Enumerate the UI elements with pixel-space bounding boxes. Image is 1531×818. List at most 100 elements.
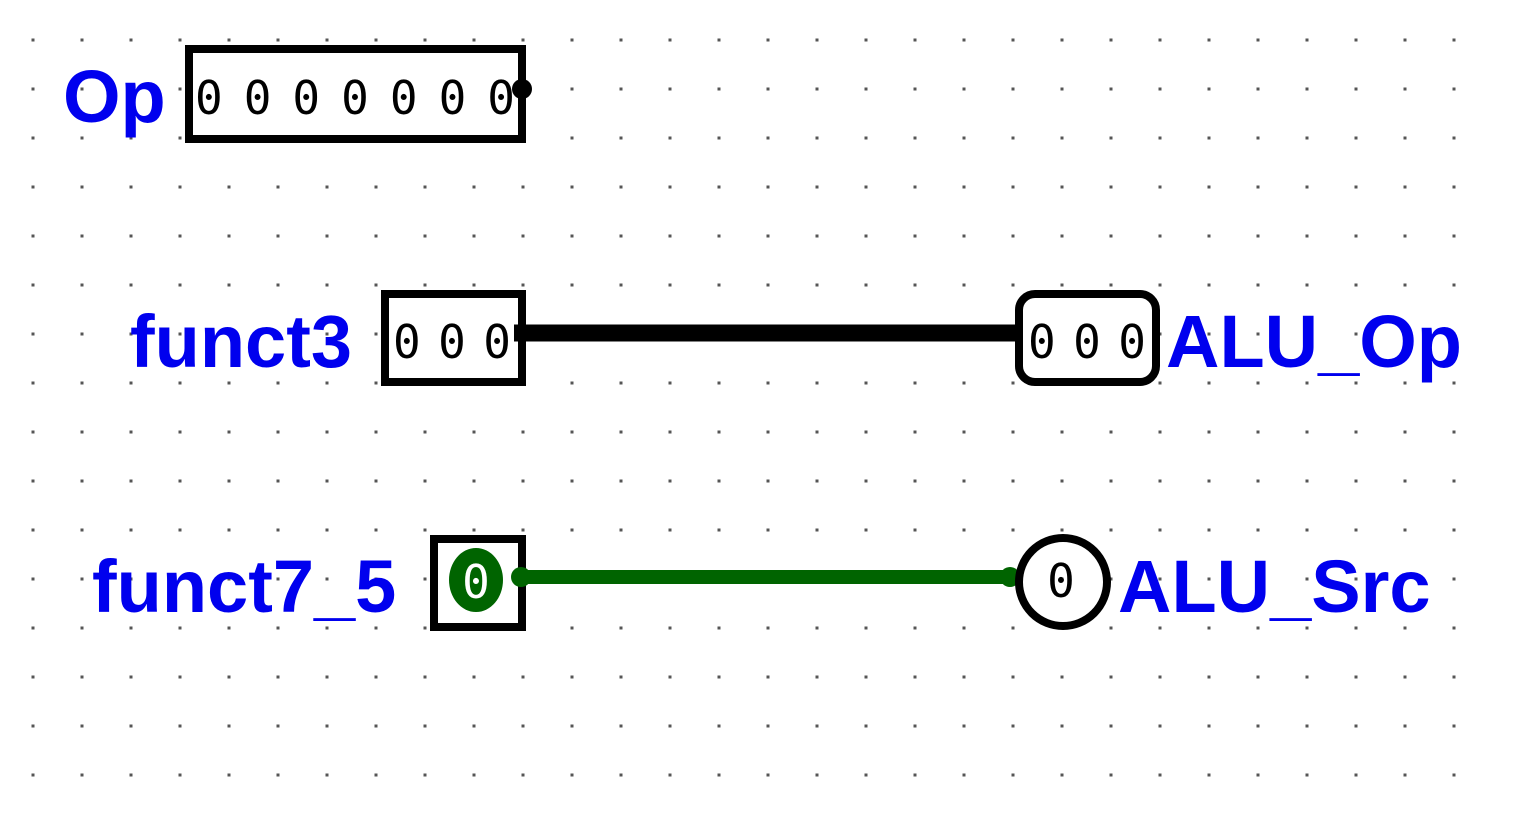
grid-dot <box>129 234 133 238</box>
grid-dot <box>1011 283 1015 287</box>
grid-dot <box>1207 381 1211 385</box>
grid-dot <box>521 724 525 728</box>
grid-dot <box>913 283 917 287</box>
funct3-input-pin[interactable]: funct3 000 <box>130 290 526 386</box>
grid-dot <box>864 675 868 679</box>
grid-dot <box>570 773 574 777</box>
grid-dot <box>619 234 623 238</box>
grid-dot <box>1011 773 1015 777</box>
funct7-5-label: funct7_5 <box>92 545 396 628</box>
grid-dot <box>31 38 35 42</box>
grid-dot <box>374 724 378 728</box>
grid-dot <box>1354 626 1358 630</box>
grid-dot <box>276 577 280 581</box>
grid-dot <box>1109 479 1113 483</box>
grid-dot <box>1060 38 1064 42</box>
grid-dot <box>276 283 280 287</box>
grid-dot <box>325 234 329 238</box>
grid-dot <box>472 234 476 238</box>
grid-dot <box>374 528 378 532</box>
grid-dot <box>1452 332 1456 336</box>
alu-op-pin-box[interactable] <box>1015 290 1160 386</box>
grid-dot <box>962 528 966 532</box>
grid-dot <box>668 136 672 140</box>
grid-dot <box>1011 38 1015 42</box>
grid-dot <box>129 626 133 630</box>
alu-op-output-pin[interactable]: 000 ALU_Op <box>1015 290 1462 386</box>
grid-dot <box>325 381 329 385</box>
grid-dot <box>1305 724 1309 728</box>
grid-dot <box>1060 283 1064 287</box>
grid-dot <box>31 626 35 630</box>
grid-dot <box>31 773 35 777</box>
grid-dot <box>1452 675 1456 679</box>
grid-dot <box>227 528 231 532</box>
grid-dot <box>472 528 476 532</box>
grid-dot <box>1403 528 1407 532</box>
grid-dot <box>178 528 182 532</box>
grid-dot <box>1158 430 1162 434</box>
grid-dot <box>1158 185 1162 189</box>
grid-dot <box>815 479 819 483</box>
grid-dot <box>619 626 623 630</box>
grid-dot <box>570 234 574 238</box>
grid-dot <box>80 87 84 91</box>
op-pin-box[interactable] <box>185 45 526 143</box>
grid-dot <box>668 381 672 385</box>
grid-dot <box>129 87 133 91</box>
grid-dot <box>1011 528 1015 532</box>
grid-dot <box>276 234 280 238</box>
grid-dot <box>668 528 672 532</box>
op-input-pin[interactable]: Op 0000000 <box>63 45 532 143</box>
grid-dot <box>129 773 133 777</box>
grid-dot <box>1109 87 1113 91</box>
grid-dot <box>1011 381 1015 385</box>
grid-dot <box>668 87 672 91</box>
grid-dot <box>1158 234 1162 238</box>
grid-dot <box>1256 87 1260 91</box>
grid-dot <box>1354 38 1358 42</box>
grid-dot <box>1354 724 1358 728</box>
grid-dot <box>619 283 623 287</box>
grid-dot <box>864 234 868 238</box>
grid-dot <box>80 479 84 483</box>
grid-dot <box>1354 577 1358 581</box>
grid-dot <box>1354 136 1358 140</box>
funct3-value: 000 <box>393 315 511 369</box>
grid-dot <box>1060 724 1064 728</box>
grid-dot <box>227 185 231 189</box>
grid-dot <box>962 87 966 91</box>
grid-dot <box>668 283 672 287</box>
grid-dot <box>1354 87 1358 91</box>
grid-dot <box>1305 479 1309 483</box>
alu-src-pin-circle[interactable] <box>1015 534 1111 630</box>
grid-dot <box>129 724 133 728</box>
funct7-5-input-pin[interactable]: funct7_5 0 <box>92 535 526 631</box>
grid-dot <box>1158 38 1162 42</box>
grid-dot <box>1060 528 1064 532</box>
grid-dot <box>668 38 672 42</box>
grid-dot <box>521 773 525 777</box>
grid-dot <box>619 87 623 91</box>
grid-dot <box>325 675 329 679</box>
grid-dot <box>1452 381 1456 385</box>
grid-dot <box>962 675 966 679</box>
grid-dot <box>1158 773 1162 777</box>
grid-dot <box>1256 234 1260 238</box>
grid-dot <box>1305 234 1309 238</box>
grid-dot <box>1207 234 1211 238</box>
grid-dot <box>276 626 280 630</box>
grid-dot <box>717 87 721 91</box>
grid-dot <box>1207 185 1211 189</box>
alu-src-output-pin[interactable]: 0 ALU_Src <box>1015 534 1431 630</box>
grid-dot <box>31 283 35 287</box>
grid-dot <box>619 479 623 483</box>
grid-dot <box>80 38 84 42</box>
grid-dot <box>129 675 133 679</box>
grid-dot <box>962 381 966 385</box>
grid-dot <box>1452 479 1456 483</box>
grid-dot <box>864 283 868 287</box>
grid-dot <box>717 185 721 189</box>
grid-dot <box>521 479 525 483</box>
